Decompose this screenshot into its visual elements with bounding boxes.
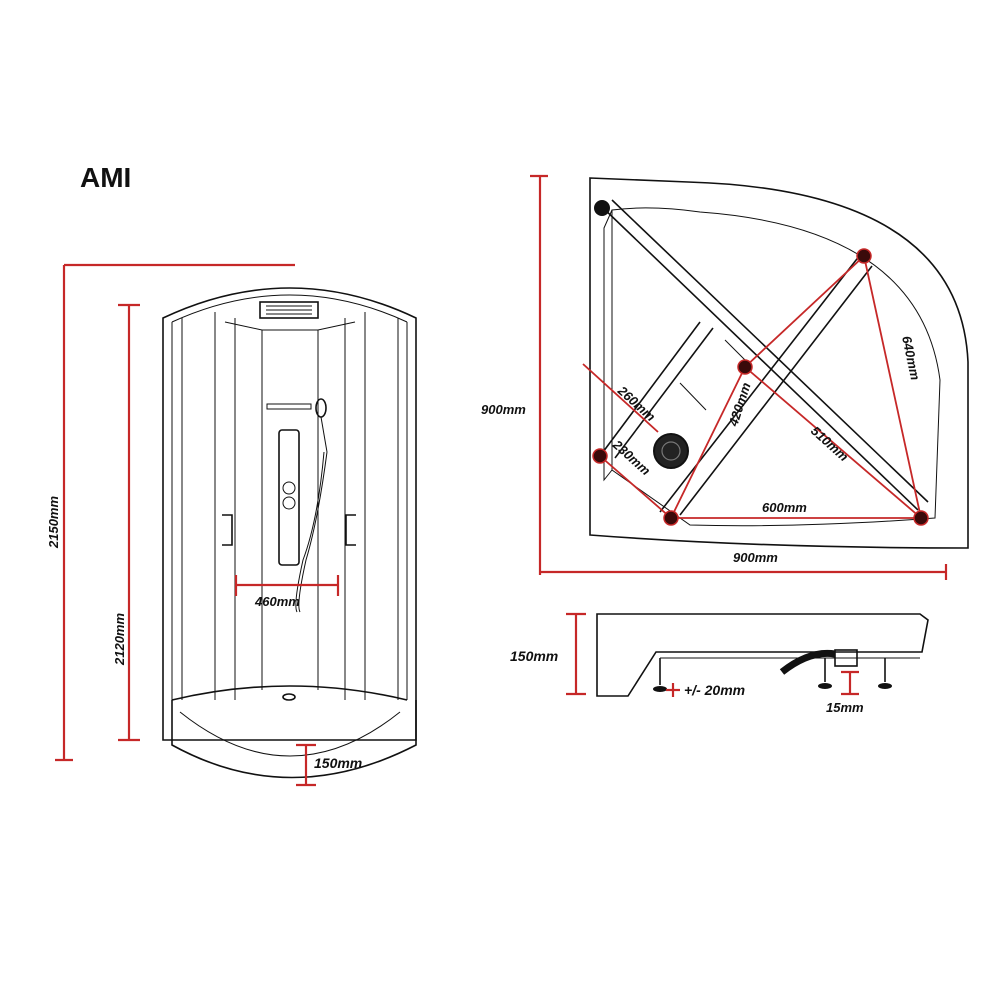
tray-height-dimension: 150mm <box>296 743 362 787</box>
foot-icon <box>653 686 667 692</box>
foot-icon <box>913 510 929 526</box>
total-height-label: 2150mm <box>46 496 61 549</box>
control-knob-icon <box>282 481 296 495</box>
support-feet <box>592 200 929 526</box>
side-view: 150mm +/- 20mm 15mm <box>510 612 929 715</box>
width-460-dimension: 460mm <box>234 575 340 609</box>
foot-icon <box>663 510 679 526</box>
adjust-label: +/- 20mm <box>684 682 745 698</box>
drain-icon <box>282 693 296 701</box>
foot-icon <box>878 683 892 689</box>
foot-label: 15mm <box>826 700 864 715</box>
dim-600-label: 600mm <box>762 500 807 515</box>
depth-dimension: 900mm <box>481 174 548 575</box>
drain-icon <box>653 433 689 469</box>
tray-height-label: 150mm <box>314 755 362 771</box>
foot-icon <box>856 248 872 264</box>
foot-icon <box>594 200 610 216</box>
door-handle-left <box>222 514 233 546</box>
dim-640-label: 640mm <box>899 335 923 382</box>
adjust-dimension: +/- 20mm <box>666 682 745 698</box>
foot-dimension: 15mm <box>826 670 864 715</box>
waste-pipe-icon <box>779 649 836 675</box>
side-height-dimension: 150mm <box>510 612 586 696</box>
shower-cabin <box>162 287 417 779</box>
tray-side-profile <box>596 613 929 697</box>
cabin-height-label: 2120mm <box>112 613 127 666</box>
dim-510-label: 510mm <box>808 423 852 464</box>
top-view: 260mm 230mm 420mm 510mm 640mm 600mm 900m… <box>481 174 969 580</box>
width-dimension: 900mm <box>540 550 948 580</box>
tray-outline-top <box>589 177 969 549</box>
side-height-label: 150mm <box>510 648 558 664</box>
door-handle-right <box>345 514 356 546</box>
depth-label: 900mm <box>481 402 526 417</box>
front-view: 2150mm 2120mm <box>46 263 417 787</box>
cabin-height-dimension: 2120mm <box>112 303 140 742</box>
model-title: AMI <box>80 162 131 193</box>
width-label: 900mm <box>733 550 778 565</box>
dim-420-label: 420mm <box>725 380 754 429</box>
dim-260-label: 260mm <box>614 382 658 424</box>
rain-shower-head-icon <box>259 301 319 319</box>
foot-icon <box>818 683 832 689</box>
control-panel <box>278 429 300 566</box>
measurement-lines <box>582 255 922 519</box>
total-height-dimension: 2150mm <box>46 263 295 762</box>
control-knob-icon <box>282 496 296 510</box>
width-460-label: 460mm <box>254 594 300 609</box>
foot-icon <box>737 359 753 375</box>
foot-icon <box>592 448 608 464</box>
